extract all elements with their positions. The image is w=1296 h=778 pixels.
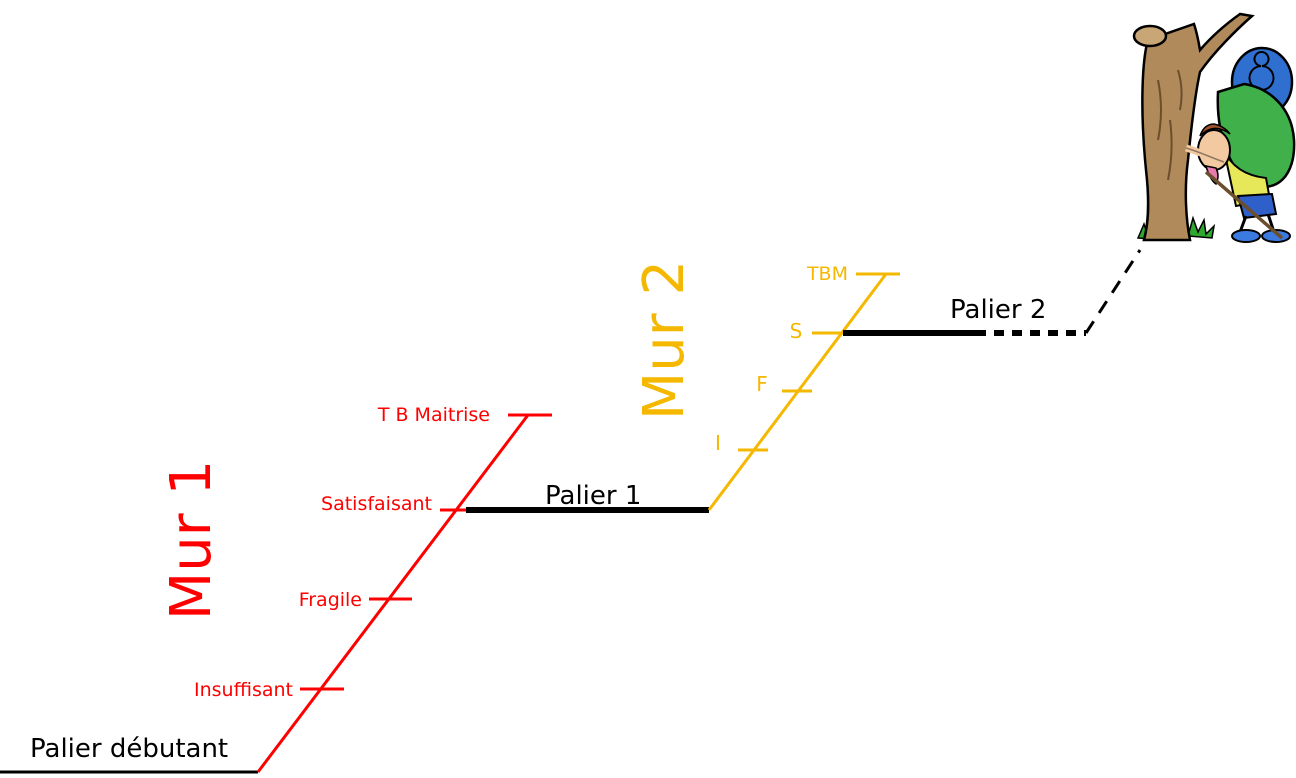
wall-1-level-insuffisant: Insuffisant [194, 679, 293, 701]
hiker-hair [1199, 123, 1231, 137]
wall-2: I F S TBM Mur 2 [632, 260, 900, 511]
next-wall-dashed-line [1084, 249, 1142, 334]
hiker-arm-outline [1185, 147, 1225, 163]
tree-stump-top [1132, 24, 1168, 48]
hiker-at-tree-illustration [1132, 12, 1296, 243]
hiker-shorts [1236, 192, 1278, 220]
hiker-shoe-left [1231, 229, 1261, 243]
plateau-1-label: Palier 1 [545, 481, 641, 511]
grass-right [1187, 215, 1216, 239]
tree-trunk [1141, 12, 1255, 242]
hiker-shoe-right [1261, 229, 1291, 243]
start-plateau-label: Palier débutant [30, 734, 228, 764]
wall-1-level-tb-maitrise: T B Maitrise [377, 404, 490, 426]
plateau-2-label: Palier 2 [950, 295, 1046, 325]
wall-1-title: Mur 1 [159, 460, 224, 620]
walking-stick [1204, 170, 1284, 240]
tree-bark-lines [1157, 69, 1183, 181]
bedroll-spiral [1248, 51, 1275, 91]
wall-1: Insuffisant Fragile Satisfaisant T B Mai… [159, 404, 552, 773]
hiker-head [1197, 129, 1231, 171]
wall-2-level-s: S [790, 319, 803, 343]
wall-2-title: Mur 2 [632, 260, 697, 420]
wall-2-level-f: F [756, 372, 768, 396]
hiker-arm [1185, 144, 1226, 166]
wall-1-level-satisfaisant: Satisfaisant [321, 493, 432, 515]
wall-1-line [256, 414, 530, 773]
wall-2-level-i: I [715, 431, 721, 455]
wall-2-level-tbm: TBM [806, 263, 848, 285]
wall-1-level-fragile: Fragile [299, 589, 362, 611]
